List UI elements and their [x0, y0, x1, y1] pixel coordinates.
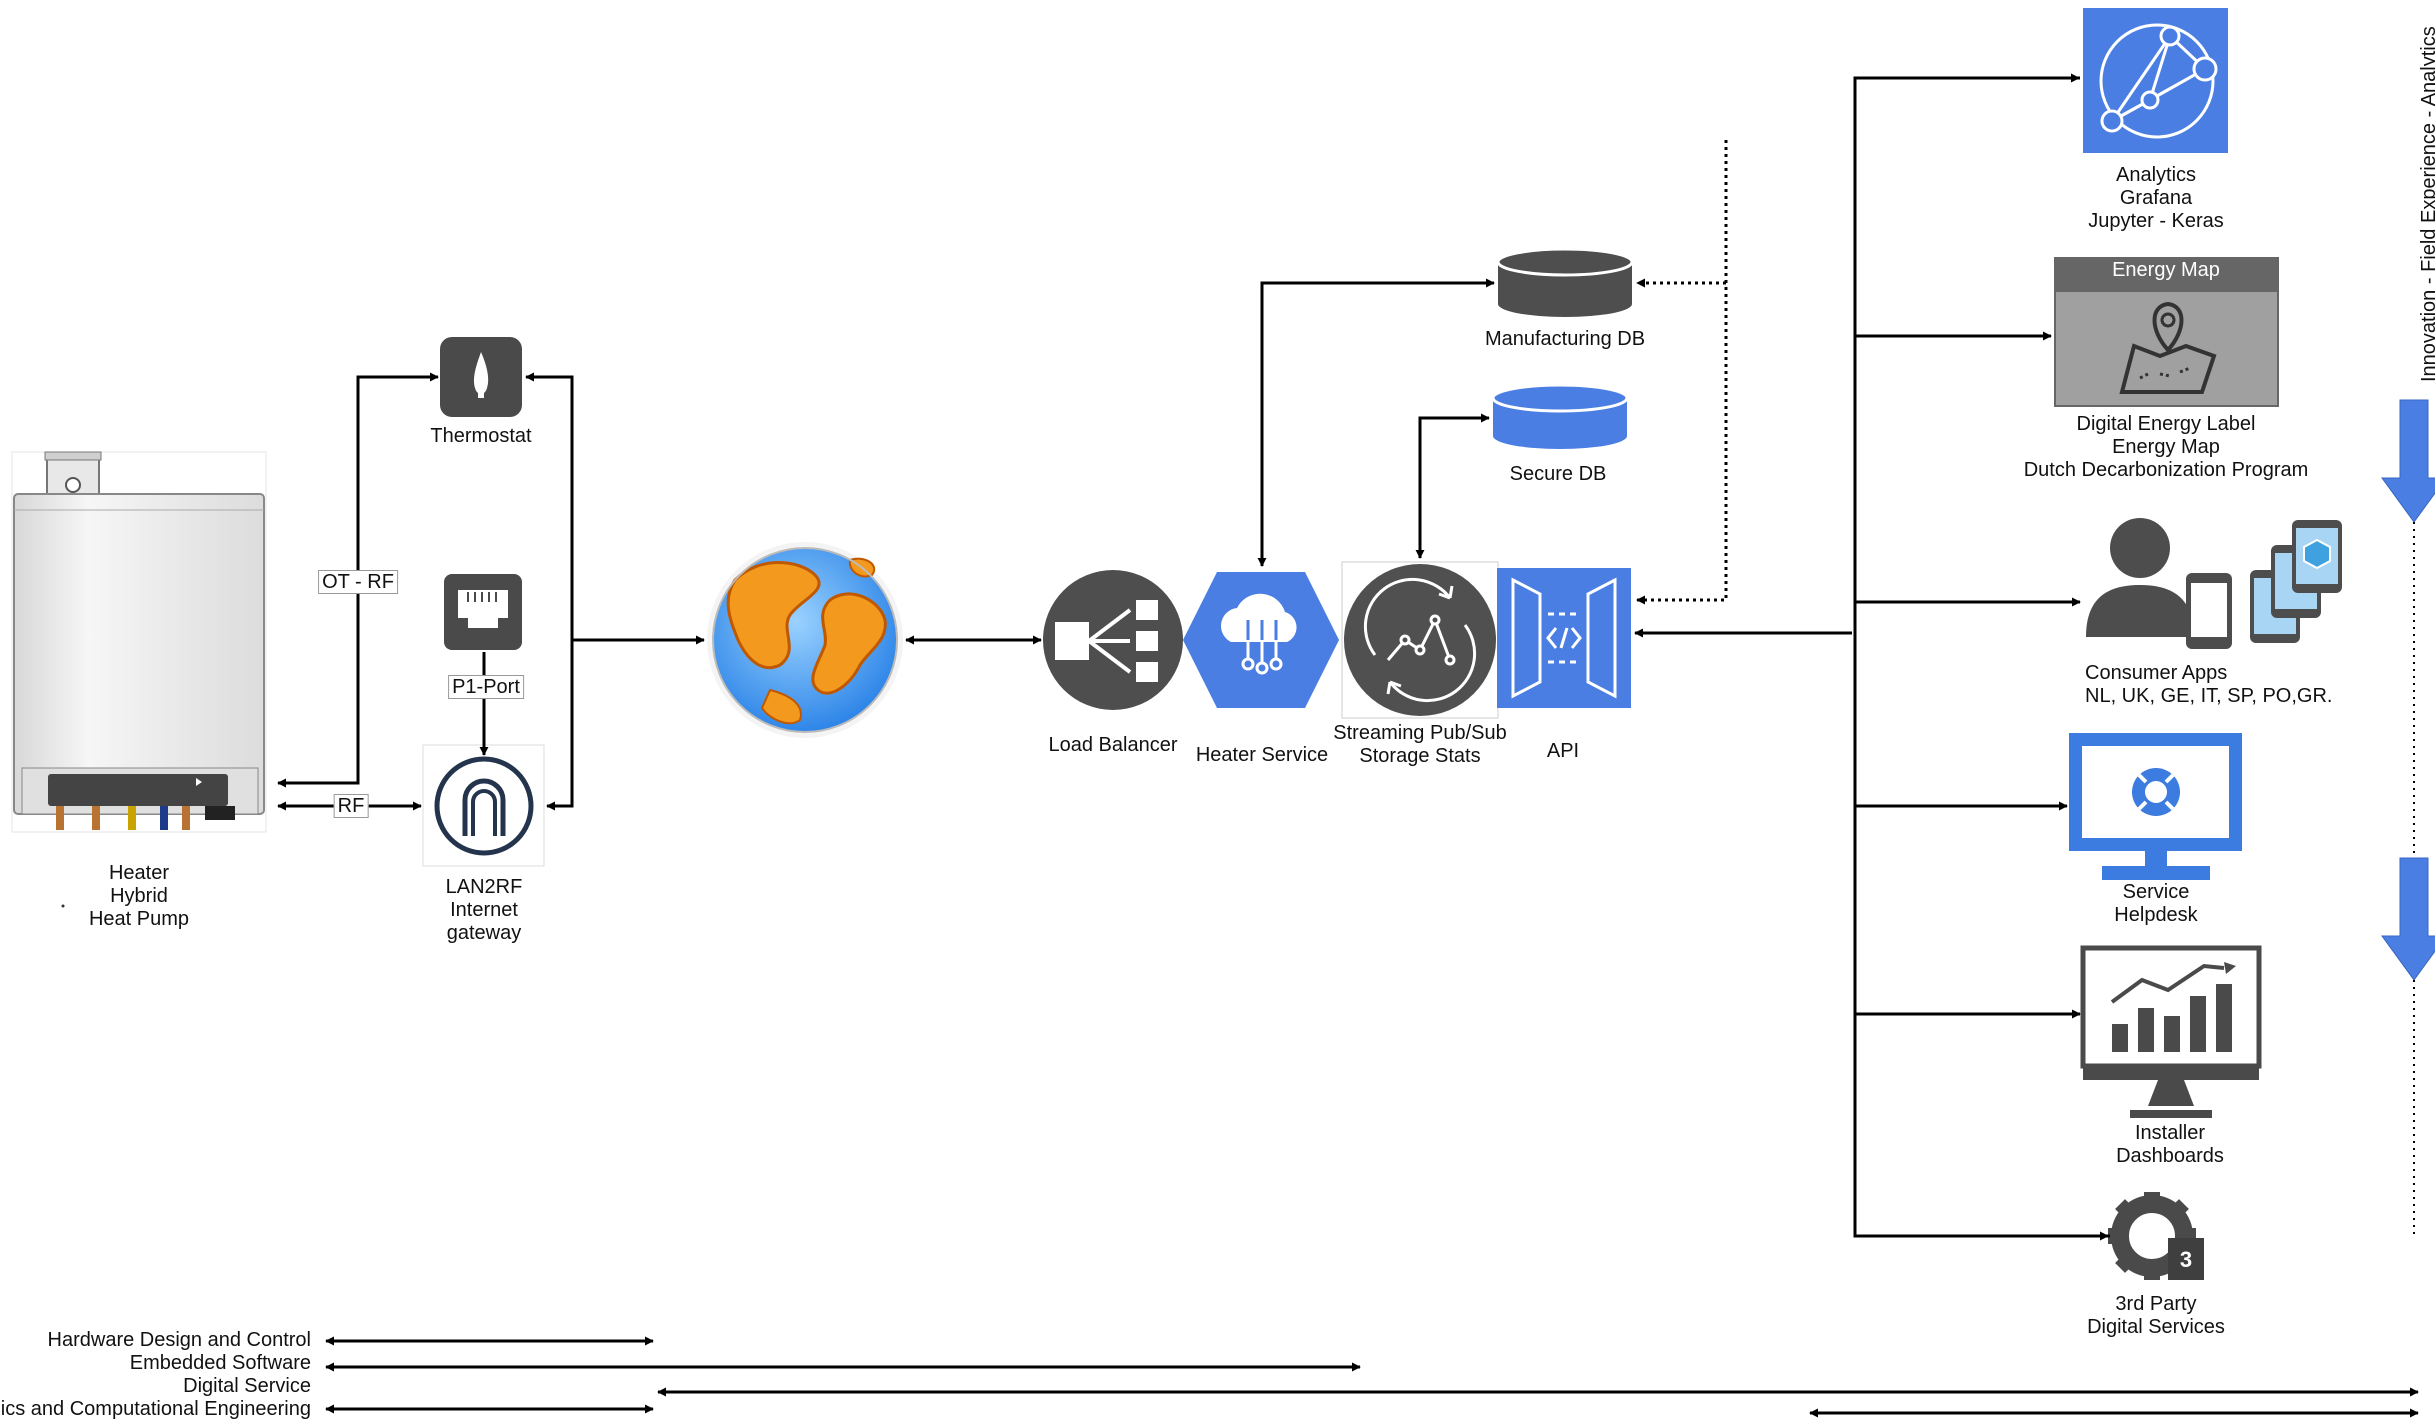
legend-digital: Digital Service — [183, 1375, 311, 1397]
monitor-lifebuoy-icon[interactable] — [2069, 733, 2242, 880]
third-party-line-1: 3rd Party — [2115, 1293, 2197, 1315]
analytics-line-2: Grafana — [2119, 187, 2193, 209]
analytics-line-3: Jupyter - Keras — [2088, 210, 2224, 232]
consumer-apps-line-1: Consumer Apps — [2085, 662, 2228, 684]
analytics-network-icon[interactable] — [2083, 8, 2228, 153]
lan2rf-line-2: Internet — [450, 899, 518, 921]
load-balancer-icon[interactable] — [1043, 570, 1183, 710]
energy-map-line-2: Energy Map — [2112, 436, 2220, 458]
analytics-label: Analytics Grafana Jupyter - Keras — [2088, 164, 2224, 233]
installer-dashboards-line-2: Dashboards — [2116, 1145, 2224, 1167]
side-title: Innovation - Field Experience - Analytic… — [2418, 26, 2435, 382]
legend-embedded: Embedded Software — [129, 1352, 311, 1374]
small-dot — [61, 904, 65, 908]
energy-map-header: Energy Map — [2112, 259, 2220, 281]
energy-map-line-3: Dutch Decarbonization Program — [2023, 459, 2309, 481]
monitor-chart-icon[interactable] — [2080, 945, 2262, 1118]
analytics-line-1: Analytics — [2115, 164, 2197, 186]
manufacturing-db-label: Manufacturing DB — [1484, 328, 1646, 350]
streaming-line-1: Streaming Pub/Sub — [1333, 722, 1507, 744]
thermostat-device[interactable] — [440, 337, 522, 417]
legend-computational: sics and Computational Engineering — [0, 1398, 311, 1420]
api-label: API — [1546, 740, 1580, 762]
service-helpdesk-line-1: Service — [2122, 881, 2190, 903]
streaming-line-2: Storage Stats — [1359, 745, 1481, 767]
heater-line-1: Heater — [108, 862, 170, 884]
p1-port-edge-label: P1-Port — [448, 675, 524, 699]
energy-map-label: Digital Energy Label Energy Map Dutch De… — [2024, 413, 2309, 482]
heater-line-3: Heat Pump — [88, 908, 190, 930]
heater-service-label: Heater Service — [1195, 744, 1329, 766]
energy-map-panel[interactable] — [2054, 257, 2279, 407]
streaming-icon[interactable] — [1341, 561, 1499, 719]
ot-rf-edge-label: OT - RF — [318, 570, 398, 594]
ethernet-port-icon — [444, 574, 522, 650]
service-helpdesk-line-2: Helpdesk — [2114, 904, 2198, 926]
heater-line-2: Hybrid — [110, 885, 168, 907]
lan2rf-label: LAN2RF Internet gateway — [446, 876, 523, 945]
gear-3rd-party-icon[interactable] — [2108, 1192, 2204, 1280]
installer-dashboards-line-1: Installer — [2134, 1122, 2206, 1144]
rf-edge-label: RF — [333, 794, 369, 818]
heater-appliance — [11, 451, 267, 833]
lan2rf-line-1: LAN2RF — [445, 876, 523, 898]
third-party-badge: 3 — [2179, 1247, 2193, 1272]
globe-icon — [707, 542, 903, 738]
streaming-label: Streaming Pub/Sub Storage Stats — [1333, 722, 1506, 768]
installer-dashboards-label: Installer Dashboards — [2116, 1122, 2224, 1168]
flame-icon — [473, 352, 489, 394]
legend-hardware: Hardware Design and Control — [47, 1329, 311, 1351]
lan2rf-line-3: gateway — [446, 922, 522, 944]
manufacturing-db-icon[interactable] — [1496, 247, 1634, 317]
api-icon[interactable] — [1497, 568, 1631, 708]
legend-arrows — [325, 1336, 2419, 1418]
gateway-device[interactable] — [422, 744, 545, 867]
heater-label: Heater Hybrid Heat Pump — [89, 862, 189, 931]
consumer-apps-line-2: NL, UK, GE, IT, SP, PO,GR. — [2085, 685, 2333, 707]
secure-db-label: Secure DB — [1509, 463, 1607, 485]
user-mobile-icon[interactable] — [2086, 518, 2342, 649]
service-helpdesk-label: Service Helpdesk — [2114, 881, 2197, 927]
thermostat-label: Thermostat — [430, 425, 532, 447]
secure-db-icon[interactable] — [1491, 383, 1629, 449]
innovation-arrows — [2381, 399, 2435, 1238]
load-balancer-label: Load Balancer — [1048, 734, 1178, 756]
energy-map-line-1: Digital Energy Label — [2076, 413, 2256, 435]
gateway-arch-icon — [462, 778, 506, 836]
consumer-apps-label: Consumer Apps NL, UK, GE, IT, SP, PO,GR. — [2085, 662, 2332, 708]
third-party-label: 3rd Party Digital Services — [2087, 1293, 2225, 1339]
cloud-service-icon[interactable] — [1183, 572, 1339, 708]
third-party-line-2: Digital Services — [2087, 1316, 2225, 1338]
